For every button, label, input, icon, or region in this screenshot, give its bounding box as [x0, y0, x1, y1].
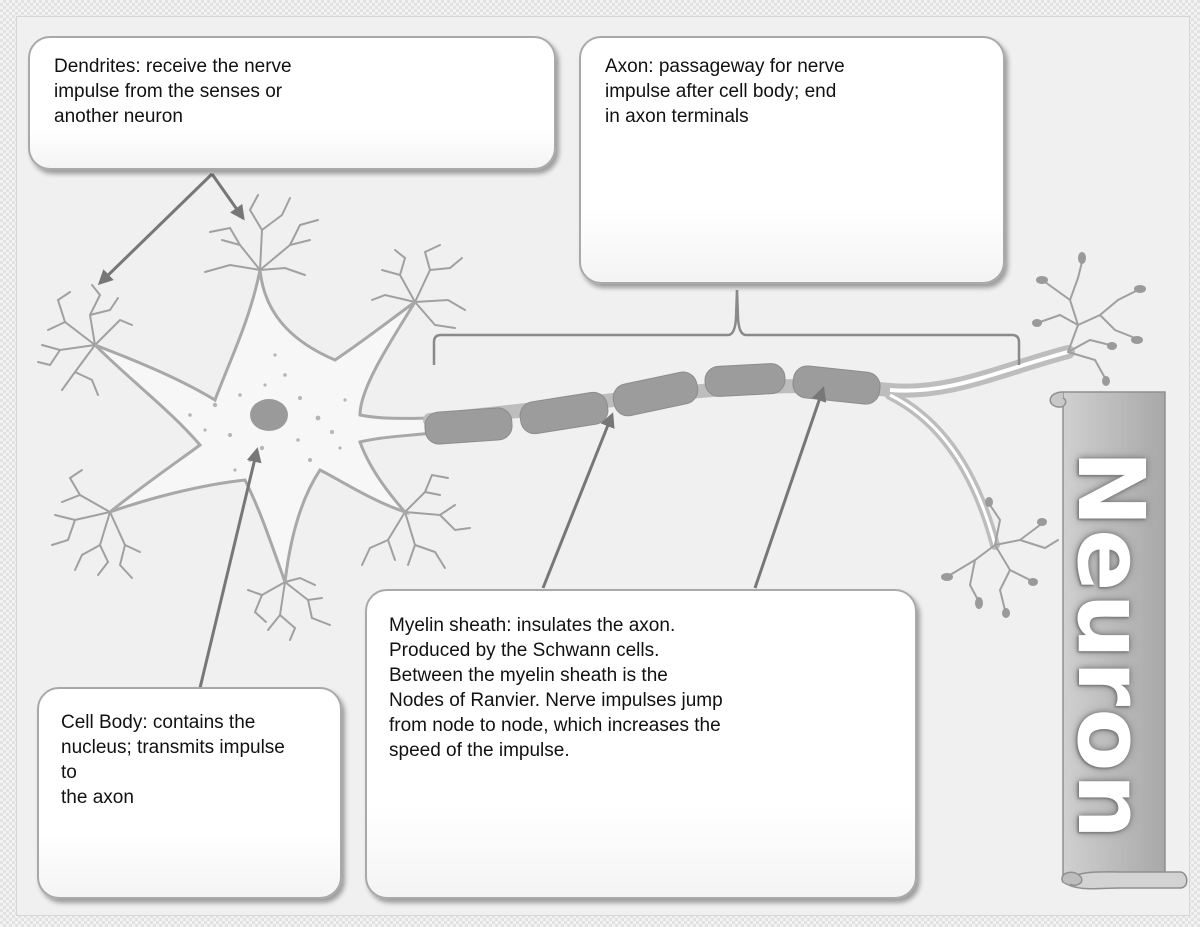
cell-body-label-box: Cell Body: contains the nucleus; transmi…: [37, 687, 342, 899]
title-scroll-banner: [1049, 391, 1188, 890]
pointer-arrows: [97, 172, 827, 689]
axon-bracket: [432, 289, 1021, 365]
banner-title: Neuron: [1056, 449, 1164, 841]
nucleus: [250, 399, 288, 431]
dendrites-label-box: Dendrites: receive the nerve impulse fro…: [28, 36, 556, 170]
axon-terminals: [949, 261, 1139, 611]
arrow-myelin-right: [753, 386, 827, 589]
myelin-sheath: [424, 363, 881, 445]
myelin-segment: [704, 363, 786, 397]
arrow-dendrites-left: [97, 172, 214, 286]
arrow-dendrites-top: [210, 173, 245, 221]
axon-lower-branch: [885, 390, 1000, 550]
myelin-segment: [424, 407, 513, 445]
banner-title-wrapper: Neuron: [1057, 435, 1164, 855]
terminal-knobs: [941, 252, 1146, 618]
dendrite-branches: [37, 194, 471, 641]
arrow-cell-body: [198, 447, 262, 689]
myelin-sheath-label-box: Myelin sheath: insulates the axon. Produ…: [365, 589, 917, 899]
myelin-segment: [519, 391, 609, 435]
arrow-myelin-left: [541, 412, 615, 589]
axon-label-box: Axon: passageway for nerve impulse after…: [579, 36, 1005, 284]
myelin-segment: [792, 365, 881, 405]
myelin-segment: [612, 371, 699, 417]
